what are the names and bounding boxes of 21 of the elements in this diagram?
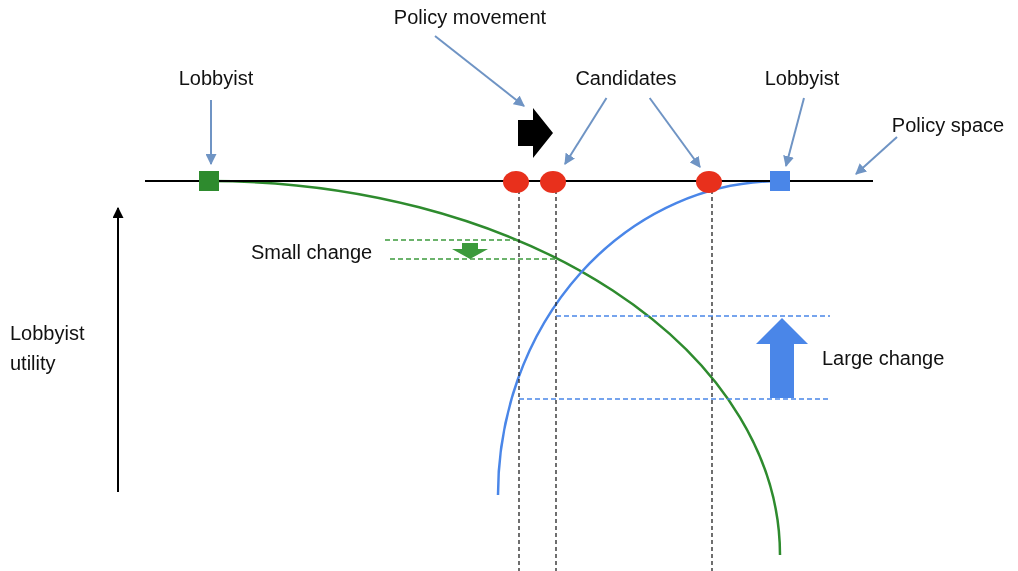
axis-label: Small change <box>251 240 373 264</box>
leader-line <box>205 99 217 166</box>
candidate-dot <box>540 171 566 193</box>
policy-line <box>144 180 874 182</box>
square-marker <box>199 171 219 191</box>
callout-label: Lobbyist <box>764 66 840 90</box>
leader-line <box>564 97 608 165</box>
callout-label: Policy space <box>891 113 1005 137</box>
leader-line <box>783 97 805 168</box>
callout-label: Lobbyist <box>178 66 254 90</box>
leader-line <box>648 97 701 168</box>
leader-line <box>434 35 525 107</box>
candidate-dot <box>503 171 529 193</box>
leader-line <box>855 136 898 175</box>
axis-label: Large change <box>822 346 945 370</box>
square-marker <box>770 171 790 191</box>
axis-label: Lobbyist utility <box>10 321 86 376</box>
callout-label: Candidates <box>575 66 677 90</box>
callout-label: Policy movement <box>393 5 547 29</box>
policy-arrow <box>518 108 553 158</box>
candidate-dot <box>696 171 722 193</box>
